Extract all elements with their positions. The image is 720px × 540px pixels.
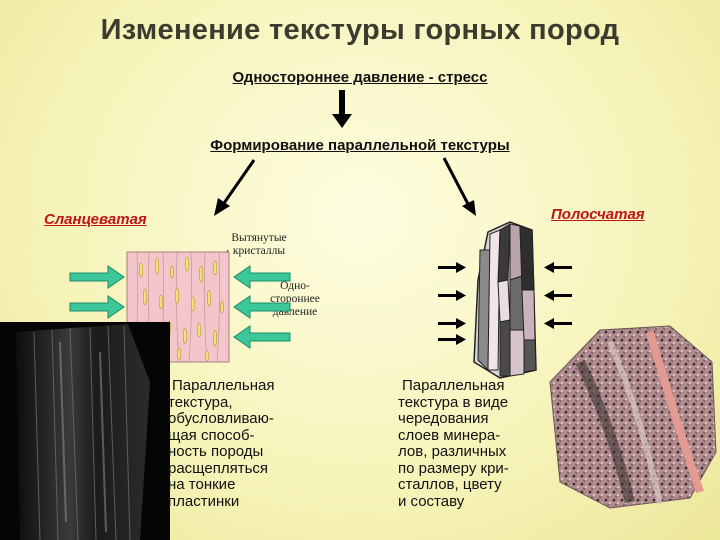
schist-diagram: [126, 251, 230, 363]
schist-photo: [0, 322, 170, 540]
gneiss-photo: [549, 325, 717, 509]
left-diagonal-arrow-icon: [214, 159, 256, 216]
schistose-label: Сланцеватая: [44, 211, 147, 228]
down-arrow-icon: [332, 90, 352, 128]
banded-pressure-arrows-right: [544, 262, 572, 329]
pressure-arrows-right: [233, 265, 291, 349]
banded-rock-diagram: [473, 221, 537, 379]
banded-label: Полосчатая: [551, 206, 645, 223]
right-diagonal-arrow-icon: [442, 157, 476, 216]
banded-pressure-arrows-left: [438, 262, 466, 345]
pressure-arrows-left: [69, 265, 125, 319]
stress-heading: Одностороннее давление - стресс: [232, 69, 488, 86]
page-title: Изменение текстуры горных пород: [100, 14, 620, 46]
parallel-texture-heading: Формирование параллельной текстуры: [210, 137, 510, 154]
